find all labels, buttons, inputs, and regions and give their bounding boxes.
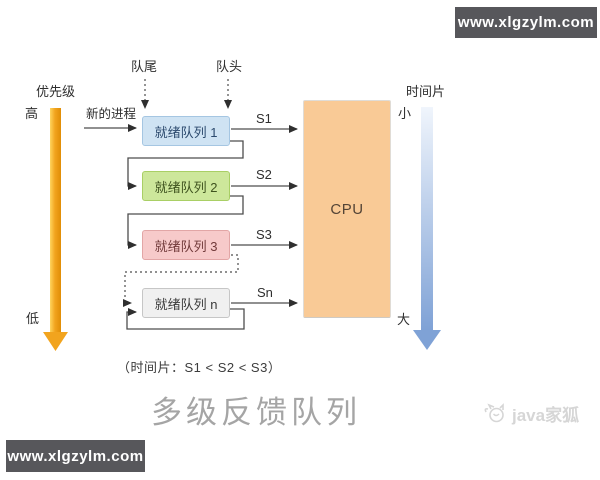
priority-arrow — [43, 108, 68, 351]
site-banner-top: www.xlgzylm.com — [455, 7, 597, 38]
site-banner-bottom: www.xlgzylm.com — [6, 440, 145, 472]
ready-queue-2: 就绪队列 2 — [142, 171, 230, 201]
watermark-text: java家狐 — [512, 406, 580, 425]
priority-high-label: 高 — [25, 106, 39, 121]
diagram-title: 多级反馈队列 — [151, 395, 361, 430]
priority-axis-label: 优先级 — [36, 84, 76, 99]
timeslice-axis-label: 时间片 — [406, 84, 446, 99]
timeslice-caption: （时间片：S1 < S2 < S3） — [117, 360, 282, 375]
queue-tail-label: 队尾 — [131, 59, 158, 74]
timeslice-large-label: 大 — [397, 312, 411, 327]
ready-queue-2-label: 就绪队列 2 — [154, 179, 218, 195]
cpu-label: CPU — [330, 200, 364, 218]
slice-label-s2: S2 — [256, 167, 272, 182]
feedback-q2-to-q3 — [127, 195, 244, 249]
slice-label-s1: S1 — [256, 111, 272, 126]
ready-queue-3: 就绪队列 3 — [142, 230, 230, 260]
timeslice-small-label: 小 — [398, 106, 412, 121]
feedback-qn-loop — [126, 308, 245, 330]
ready-queue-1: 就绪队列 1 — [142, 116, 230, 146]
ready-queue-3-label: 就绪队列 3 — [154, 238, 218, 254]
ready-queue-n: 就绪队列 n — [142, 288, 230, 318]
watermark: java家狐 — [483, 401, 579, 426]
new-process-label: 新的进程 — [86, 107, 137, 121]
ready-queue-n-label: 就绪队列 n — [154, 296, 218, 312]
cpu-box: CPU — [303, 100, 391, 318]
slice-label-s3: S3 — [256, 227, 272, 242]
timeslice-arrow — [413, 107, 441, 350]
slice-label-sn: Sn — [257, 285, 273, 300]
feedback-q1-to-q2 — [127, 140, 244, 190]
ready-queue-1-label: 就绪队列 1 — [154, 124, 218, 140]
feedback-q3-to-qn — [123, 254, 239, 307]
priority-low-label: 低 — [26, 311, 40, 326]
queue-head-label: 队头 — [216, 59, 243, 74]
fox-icon — [484, 402, 504, 422]
